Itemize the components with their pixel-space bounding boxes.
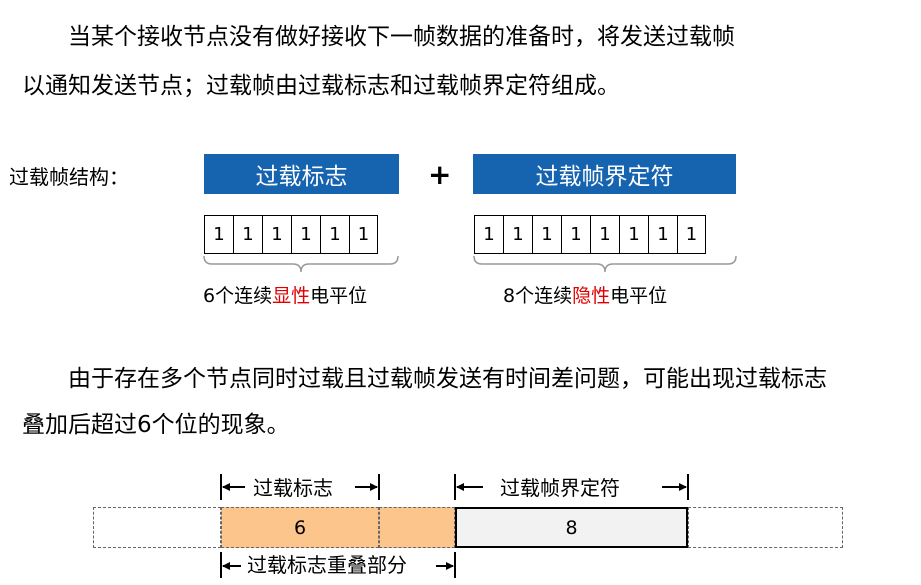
delimiter-caption: 8个连续隐性电平位: [503, 285, 668, 307]
flag-bit: 1: [320, 216, 349, 253]
overload-delimiter-box: 过载帧界定符: [473, 154, 736, 194]
flag-bit: 1: [262, 216, 291, 253]
timeline-overlap-segment: [379, 507, 455, 548]
delimiter-bit: 1: [619, 216, 648, 253]
delimiter-bit: 1: [503, 216, 532, 253]
timeline-delimiter-segment: 8: [455, 507, 688, 548]
delimiter-bit: 1: [561, 216, 590, 253]
intro-line-2: 以通知发送节点；过载帧由过载标志和过载帧界定符组成。: [22, 73, 620, 99]
flag-brace: [203, 255, 399, 273]
flag-bit: 1: [233, 216, 262, 253]
delimiter-bit: 1: [474, 216, 503, 253]
structure-label: 过载帧结构：: [9, 165, 129, 189]
intro-line-1: 当某个接收节点没有做好接收下一帧数据的准备时，将发送过载帧: [68, 24, 735, 50]
delimiter-bit: 1: [648, 216, 677, 253]
overload-flag-box: 过载标志: [204, 154, 399, 194]
timeline-left-dashed: [93, 507, 221, 548]
explain-line-2: 叠加后超过6个位的现象。: [22, 412, 290, 438]
flag-bit: 1: [291, 216, 320, 253]
plus-sign: +: [428, 158, 452, 191]
flag-bit: 1: [204, 216, 233, 253]
explain-line-1: 由于存在多个节点同时过载且过载帧发送有时间差问题，可能出现过载标志: [68, 366, 827, 392]
delimiter-bit: 1: [677, 216, 706, 253]
flag-bit: 1: [349, 216, 378, 253]
delimiter-bit: 1: [590, 216, 619, 253]
overlap-dimension-label: 过载标志重叠部分: [247, 553, 407, 577]
delimiter-brace: [473, 255, 737, 273]
flag-caption: 6个连续显性电平位: [203, 285, 368, 307]
timeline-flag-segment: 6: [221, 507, 379, 548]
delimiter-dimension-label: 过载帧界定符: [500, 476, 620, 500]
delimiter-bit: 1: [532, 216, 561, 253]
flag-dimension-label: 过载标志: [253, 476, 333, 500]
timeline-right-dashed: [688, 507, 843, 548]
